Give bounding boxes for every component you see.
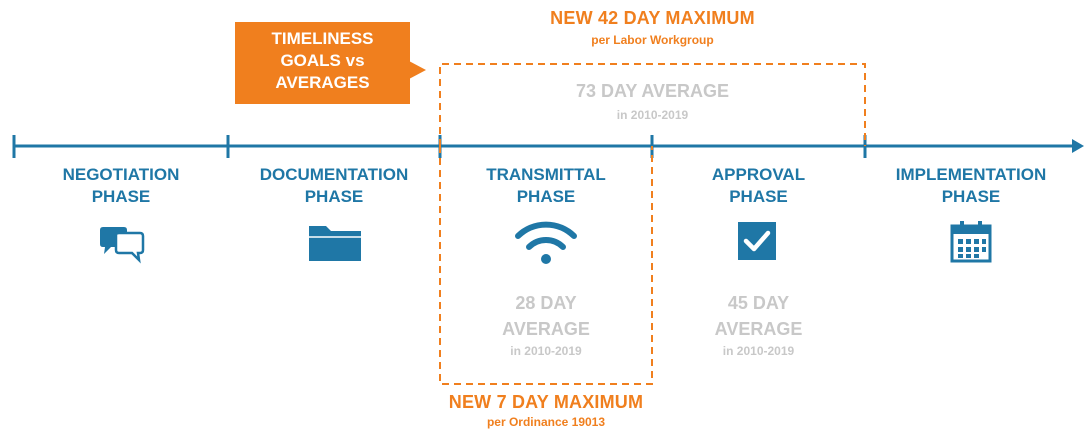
phase-approval: APPROVAL PHASE [652, 164, 865, 208]
callout-pointer [409, 61, 426, 79]
wifi-icon [515, 221, 577, 264]
phase-label: IMPLEMENTATION [895, 165, 1047, 184]
phase-label: DOCUMENTATION [259, 165, 409, 184]
bottom-goal: NEW 7 DAY MAXIMUM per Ordinance 19013 [380, 392, 712, 429]
speech-bubbles-icon [100, 227, 145, 264]
max-42-bracket [439, 63, 866, 146]
callout-box: TIMELINESS GOALS vs AVERAGES [235, 22, 410, 104]
phase-negotiation: NEGOTIATION PHASE [14, 164, 228, 208]
phase-implementation: IMPLEMENTATION PHASE [865, 164, 1077, 208]
phase-label: PHASE [941, 187, 1001, 206]
timeline-arrowhead [1072, 139, 1084, 153]
top-average-value: 73 DAY AVERAGE [575, 81, 730, 101]
phase-transmittal: TRANSMITTAL PHASE [440, 164, 652, 208]
approval-average: 45 DAY AVERAGE in 2010-2019 [652, 290, 865, 358]
phase-label: PHASE [304, 187, 364, 206]
transmittal-average: 28 DAY AVERAGE in 2010-2019 [440, 290, 652, 358]
top-average-period: in 2010-2019 [616, 108, 689, 122]
top-goal-title: NEW 42 DAY MAXIMUM [550, 8, 755, 28]
top-goal-subtitle: per Labor Workgroup [591, 33, 714, 47]
folder-icon [309, 226, 361, 261]
phase-label: NEGOTIATION [62, 165, 180, 184]
phase-label: TRANSMITTAL [486, 165, 606, 184]
approval-average-period: in 2010-2019 [722, 344, 795, 358]
approval-average-label: AVERAGE [714, 319, 803, 339]
bottom-goal-title: NEW 7 DAY MAXIMUM [448, 392, 644, 412]
checkbox-icon [738, 222, 776, 260]
callout-line: GOALS vs [280, 51, 365, 70]
top-average: 73 DAY AVERAGE in 2010-2019 [440, 78, 865, 122]
phase-label: PHASE [516, 187, 576, 206]
phase-documentation: DOCUMENTATION PHASE [228, 164, 440, 208]
calendar-icon [950, 221, 992, 263]
bottom-goal-subtitle: per Ordinance 19013 [486, 415, 606, 429]
approval-average-value: 45 DAY [727, 293, 790, 313]
phase-label: PHASE [91, 187, 151, 206]
transmittal-average-period: in 2010-2019 [510, 344, 582, 358]
callout-line: TIMELINESS [271, 29, 374, 48]
phase-label: APPROVAL [711, 165, 806, 184]
transmittal-average-label: AVERAGE [502, 319, 590, 339]
transmittal-average-value: 28 DAY [515, 293, 577, 313]
top-goal: NEW 42 DAY MAXIMUM per Labor Workgroup [440, 8, 865, 47]
callout-line: AVERAGES [275, 73, 370, 92]
max-7-bracket [439, 146, 653, 385]
phase-label: PHASE [729, 187, 788, 206]
